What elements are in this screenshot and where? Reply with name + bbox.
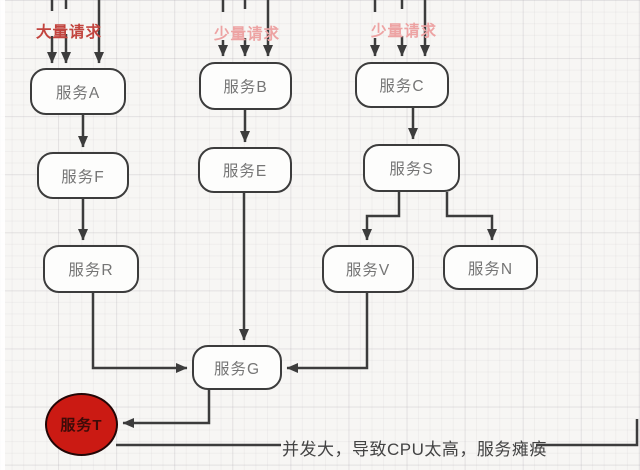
- edge-s-v: [362, 192, 401, 241]
- heavy-requests-label: 大量请求: [36, 24, 103, 41]
- node-service-a: 服务A: [30, 68, 126, 115]
- node-service-r: 服务R: [43, 245, 139, 293]
- annotation-text: 并发大，导致CPU太高，服务瘫痪: [282, 440, 547, 459]
- light-requests-label-b: 少量请求: [214, 26, 281, 43]
- node-service-t-crashed: 服务T: [45, 393, 118, 456]
- edge-g-t: [122, 390, 211, 428]
- node-service-s: 服务S: [363, 144, 460, 192]
- node-service-n: 服务N: [443, 245, 538, 290]
- node-service-g: 服务G: [192, 345, 282, 390]
- edge-s-n: [445, 192, 497, 241]
- edge-v-g: [286, 293, 369, 373]
- node-service-e: 服务E: [198, 147, 292, 193]
- node-service-b: 服务B: [199, 62, 292, 110]
- node-service-f: 服务F: [37, 152, 129, 199]
- page-left-edge: [0, 0, 5, 470]
- light-requests-label-c: 少量请求: [371, 23, 438, 40]
- node-service-c: 服务C: [355, 62, 449, 108]
- edge-r-g: [91, 293, 188, 373]
- annotation-line-right: [536, 419, 639, 447]
- node-service-v: 服务V: [322, 245, 414, 293]
